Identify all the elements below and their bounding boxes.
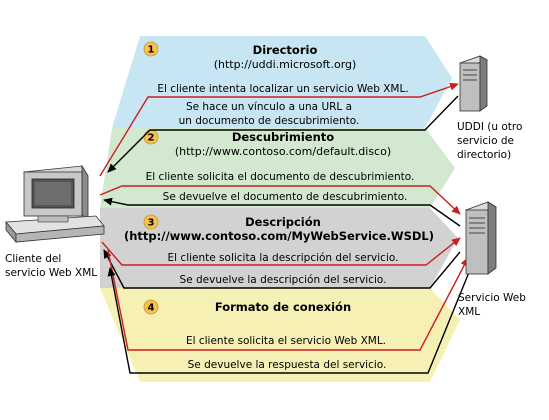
band-directorio	[112, 36, 452, 128]
message-m5: El cliente solicita la descripción del s…	[168, 252, 399, 264]
message-m1: El cliente intenta localizar un servicio…	[157, 83, 408, 95]
service-label-line1: Servicio Web	[458, 292, 526, 304]
arrow-m5-request	[101, 237, 461, 266]
message-m4: Se devuelve el documento de descubrimien…	[163, 191, 408, 203]
message-m7: El cliente solicita el servicio Web XML.	[186, 335, 386, 347]
band-descripcion	[100, 208, 458, 288]
badge-2-number: 2	[148, 133, 155, 144]
badge-1	[143, 41, 159, 57]
client-label-line2: servicio Web XML	[5, 267, 97, 279]
service-label-line2: XML	[458, 306, 480, 318]
arrow-m7-request	[107, 249, 469, 351]
band-descubrimiento	[100, 128, 455, 208]
section-2-title: Descubrimiento	[232, 130, 334, 144]
badge-3-number: 3	[148, 218, 155, 229]
message-m3: El cliente solicita el documento de desc…	[146, 171, 415, 183]
section-1-subtitle: (http://uddi.microsoft.org)	[214, 58, 357, 71]
section-1-title: Directorio	[253, 43, 318, 57]
section-3-subtitle: (http://www.contoso.com/MyWebService.WSD…	[124, 229, 434, 243]
client-computer-icon	[5, 164, 105, 244]
uddi-label-line3: directorio)	[457, 149, 511, 161]
web-service-server-icon	[465, 201, 497, 275]
arrow-m1-request	[99, 82, 459, 177]
section-2-subtitle: (http://www.contoso.com/default.disco)	[175, 145, 391, 158]
section-3-title: Descripción	[245, 215, 321, 229]
message-m2-line1: Se hace un vínculo a una URL a	[186, 101, 352, 113]
uddi-label-line1: UDDI (u otro	[457, 121, 522, 133]
arrow-m3-request	[99, 185, 461, 215]
section-4-title: Formato de conexión	[215, 300, 351, 314]
badge-4-number: 4	[148, 303, 155, 314]
message-m8: Se devuelve la respuesta del servicio.	[188, 359, 387, 371]
arrow-m8-response	[107, 259, 475, 374]
arrow-m4-response	[103, 197, 461, 227]
client-label-line1: Cliente del	[5, 253, 61, 265]
badge-1-number: 1	[148, 45, 155, 56]
band-formato	[100, 288, 460, 382]
badge-4	[143, 299, 159, 315]
arrow-m2-response	[107, 95, 459, 173]
uddi-label-line2: servicio de	[457, 135, 514, 147]
badge-3	[143, 214, 159, 230]
message-m6: Se devuelve la descripción del servicio.	[180, 274, 387, 286]
uddi-server-icon	[459, 55, 488, 112]
message-m2-line2: un documento de descubrimiento.	[179, 115, 360, 127]
